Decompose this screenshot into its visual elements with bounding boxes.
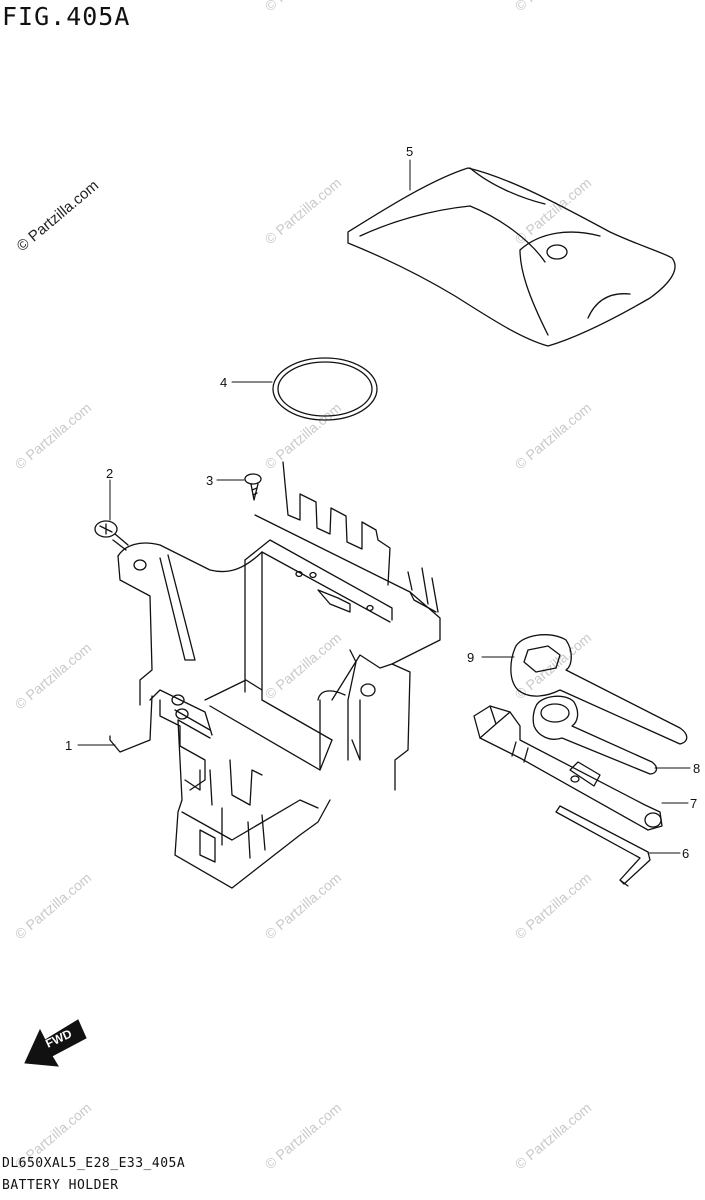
part-6-hex-key — [555, 805, 651, 887]
watermark-text: © Partzilla.com — [512, 629, 595, 702]
watermark-text: © Partzilla.com — [262, 399, 345, 472]
watermark-text: © Partzilla.com — [512, 1099, 595, 1172]
watermark-text: © Partzilla.com — [12, 869, 95, 942]
leader-lines — [77, 159, 691, 854]
callouts: 5 4 3 2 1 9 8 7 6 — [65, 144, 700, 861]
callout-7: 7 — [690, 796, 697, 811]
watermark-text: © Partzilla.com — [512, 174, 595, 247]
part-5-cover — [347, 167, 676, 347]
fwd-arrow: FWD — [24, 1019, 87, 1067]
watermark-text: © Partzilla.com — [12, 399, 95, 472]
part-4-band — [272, 357, 378, 421]
part-9-wrench — [510, 634, 688, 745]
callout-2: 2 — [106, 466, 113, 481]
part-3-screw — [244, 473, 262, 501]
callout-9: 9 — [467, 650, 474, 665]
watermark-text: © Partzilla.com — [262, 1099, 345, 1172]
part-7-handle — [473, 705, 663, 831]
watermark-text: © Partzilla.com — [262, 0, 345, 14]
watermark-layer: © Partzilla.com © Partzilla.com © Partzi… — [12, 0, 595, 1172]
watermark-text-dark: © Partzilla.com — [14, 177, 102, 255]
figure-code: DL650XAL5_E28_E33_405A — [2, 1156, 186, 1171]
figure-name: BATTERY HOLDER — [2, 1178, 119, 1193]
callout-1: 1 — [65, 738, 72, 753]
watermark-text: © Partzilla.com — [512, 869, 595, 942]
callout-4: 4 — [220, 375, 227, 390]
watermark-text: © Partzilla.com — [512, 0, 595, 14]
callout-5: 5 — [406, 144, 413, 159]
part-2-screw — [94, 520, 129, 551]
part-8-wrench — [532, 695, 658, 775]
watermark-text: © Partzilla.com — [12, 639, 95, 712]
callout-3: 3 — [206, 473, 213, 488]
watermark-text: © Partzilla.com — [262, 869, 345, 942]
callout-8: 8 — [693, 761, 700, 776]
watermark-text: © Partzilla.com — [512, 399, 595, 472]
part-1-holder — [109, 461, 441, 889]
callout-6: 6 — [682, 846, 689, 861]
figure-title: FIG.405A — [2, 2, 131, 31]
watermark-text: © Partzilla.com — [262, 174, 345, 247]
